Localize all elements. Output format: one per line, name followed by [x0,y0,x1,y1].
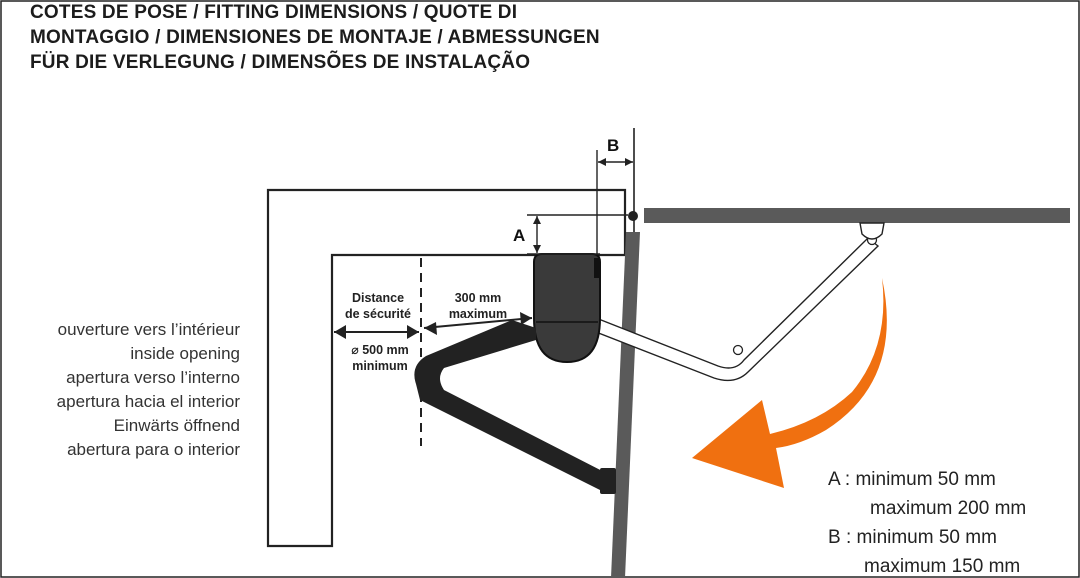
opening-label-es: apertura hacia el interior [56,392,240,411]
inside-opening-labels: ouverture vers l’intérieur inside openin… [0,318,240,462]
gate-open [611,232,640,578]
title-line-3: FÜR DIE VERLEGUNG / DIMENSÕES DE INSTALA… [30,52,531,73]
arm-maximum-label: 300 mm maximum [448,291,508,321]
hinge-icon [628,211,638,221]
arm-open [414,320,612,490]
motor-icon [533,253,601,364]
legend-b-min: B : minimum 50 mm [828,527,997,548]
page-title: COTES DE POSE / FITTING DIMENSIONS / QUO… [30,0,600,75]
arm-closed-ghost [595,237,880,382]
dimension-a-letter: A [513,226,526,245]
opening-label-fr: ouverture vers l’intérieur [57,320,240,339]
opening-label-en: inside opening [130,344,240,363]
gate-bracket [859,222,885,240]
legend-b-max: maximum 150 mm [864,556,1021,577]
wall-outline [266,188,627,548]
arm-bracket [600,468,616,494]
legend-a-max: maximum 200 mm [870,498,1027,519]
opening-label-de: Einwärts öffnend [113,416,240,435]
title-line-1: COTES DE POSE / FITTING DIMENSIONS / QUO… [30,2,518,23]
safety-distance-label: Distance de sécurité [344,291,411,321]
opening-label-pt: abertura para o interior [67,440,240,459]
opening-direction-arrow [692,278,887,488]
safety-minimum-label: ⌀ 500 mm minimum [351,343,409,373]
legend-a-min: A : minimum 50 mm [828,469,996,490]
gate-closed [644,208,1070,223]
title-line-2: MONTAGGIO / DIMENSIONES DE MONTAJE / ABM… [30,27,600,48]
opening-label-it: apertura verso l’interno [66,368,240,387]
dimension-b-letter: B [607,136,620,155]
dimension-legend: A : minimum 50 mm maximum 200 mm B : min… [828,465,1026,578]
